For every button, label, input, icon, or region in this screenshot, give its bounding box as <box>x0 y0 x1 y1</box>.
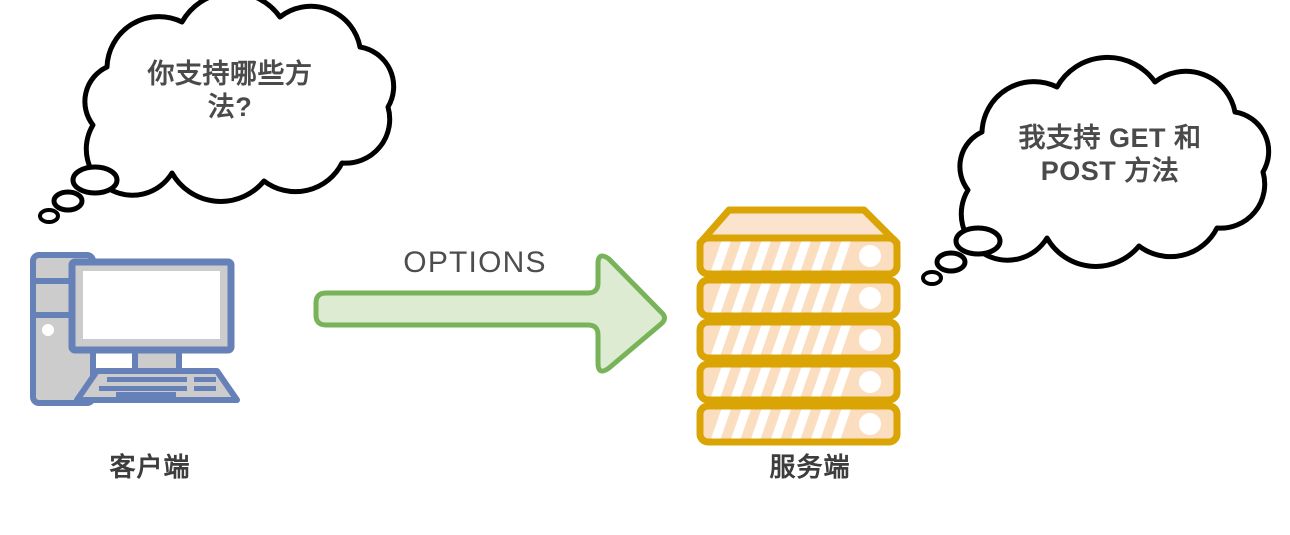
server-tail-bubble-1 <box>953 225 1003 257</box>
keyboard-key-row-4 <box>194 386 216 391</box>
server-thought-text: 我支持 GET 和 POST 方法 <box>1018 123 1202 186</box>
rack-unit-border <box>696 360 901 404</box>
options-arrow <box>313 253 667 374</box>
server-rack-icon <box>696 206 901 446</box>
server-rack-unit <box>696 318 901 362</box>
desktop-computer-icon <box>30 252 240 406</box>
server-rack-unit <box>696 402 901 446</box>
server-rack-unit <box>696 276 901 320</box>
arrow-shape <box>313 253 667 374</box>
client-tail-bubble-3 <box>38 208 60 224</box>
rack-unit-vents <box>709 406 853 442</box>
rack-unit-border <box>696 318 901 362</box>
server-rack-unit <box>696 234 901 278</box>
server-caption: 服务端 <box>769 452 851 482</box>
rack-unit-led <box>859 371 881 393</box>
client-thought-bubble <box>38 0 397 224</box>
client-tail-bubble-1 <box>70 164 120 196</box>
rack-unit-vents <box>709 238 853 274</box>
rack-unit-vents <box>709 322 853 358</box>
monitor-screen <box>83 271 220 339</box>
server-tail-bubble-3 <box>921 270 943 286</box>
client-tail-bubble-2 <box>51 189 85 213</box>
rack-unit-vents <box>709 364 853 400</box>
rack-unit-led <box>859 287 881 309</box>
rack-unit-led <box>859 329 881 351</box>
rack-unit-led <box>859 413 881 435</box>
client-thought-text: 你支持哪些方 法? <box>147 59 313 122</box>
rack-unit-led <box>859 245 881 267</box>
arrow-label-options: OPTIONS <box>403 246 547 279</box>
client-cloud-shape <box>82 0 397 204</box>
keyboard-spacebar <box>116 392 176 397</box>
server-tail-bubble-2 <box>934 250 968 274</box>
keyboard-key-row-3 <box>99 386 187 391</box>
client-caption: 客户端 <box>109 452 191 482</box>
rack-unit-border <box>696 276 901 320</box>
keyboard-key-row-2 <box>194 377 216 382</box>
server-rack-unit <box>696 360 901 404</box>
keyboard-key-row-1 <box>107 377 187 382</box>
rack-unit-border <box>696 402 901 446</box>
server-cloud-shape <box>957 54 1272 269</box>
rack-unit-border <box>696 234 901 278</box>
server-thought-bubble <box>921 54 1272 286</box>
rack-unit-vents <box>709 280 853 316</box>
tower-power-button <box>42 324 54 336</box>
